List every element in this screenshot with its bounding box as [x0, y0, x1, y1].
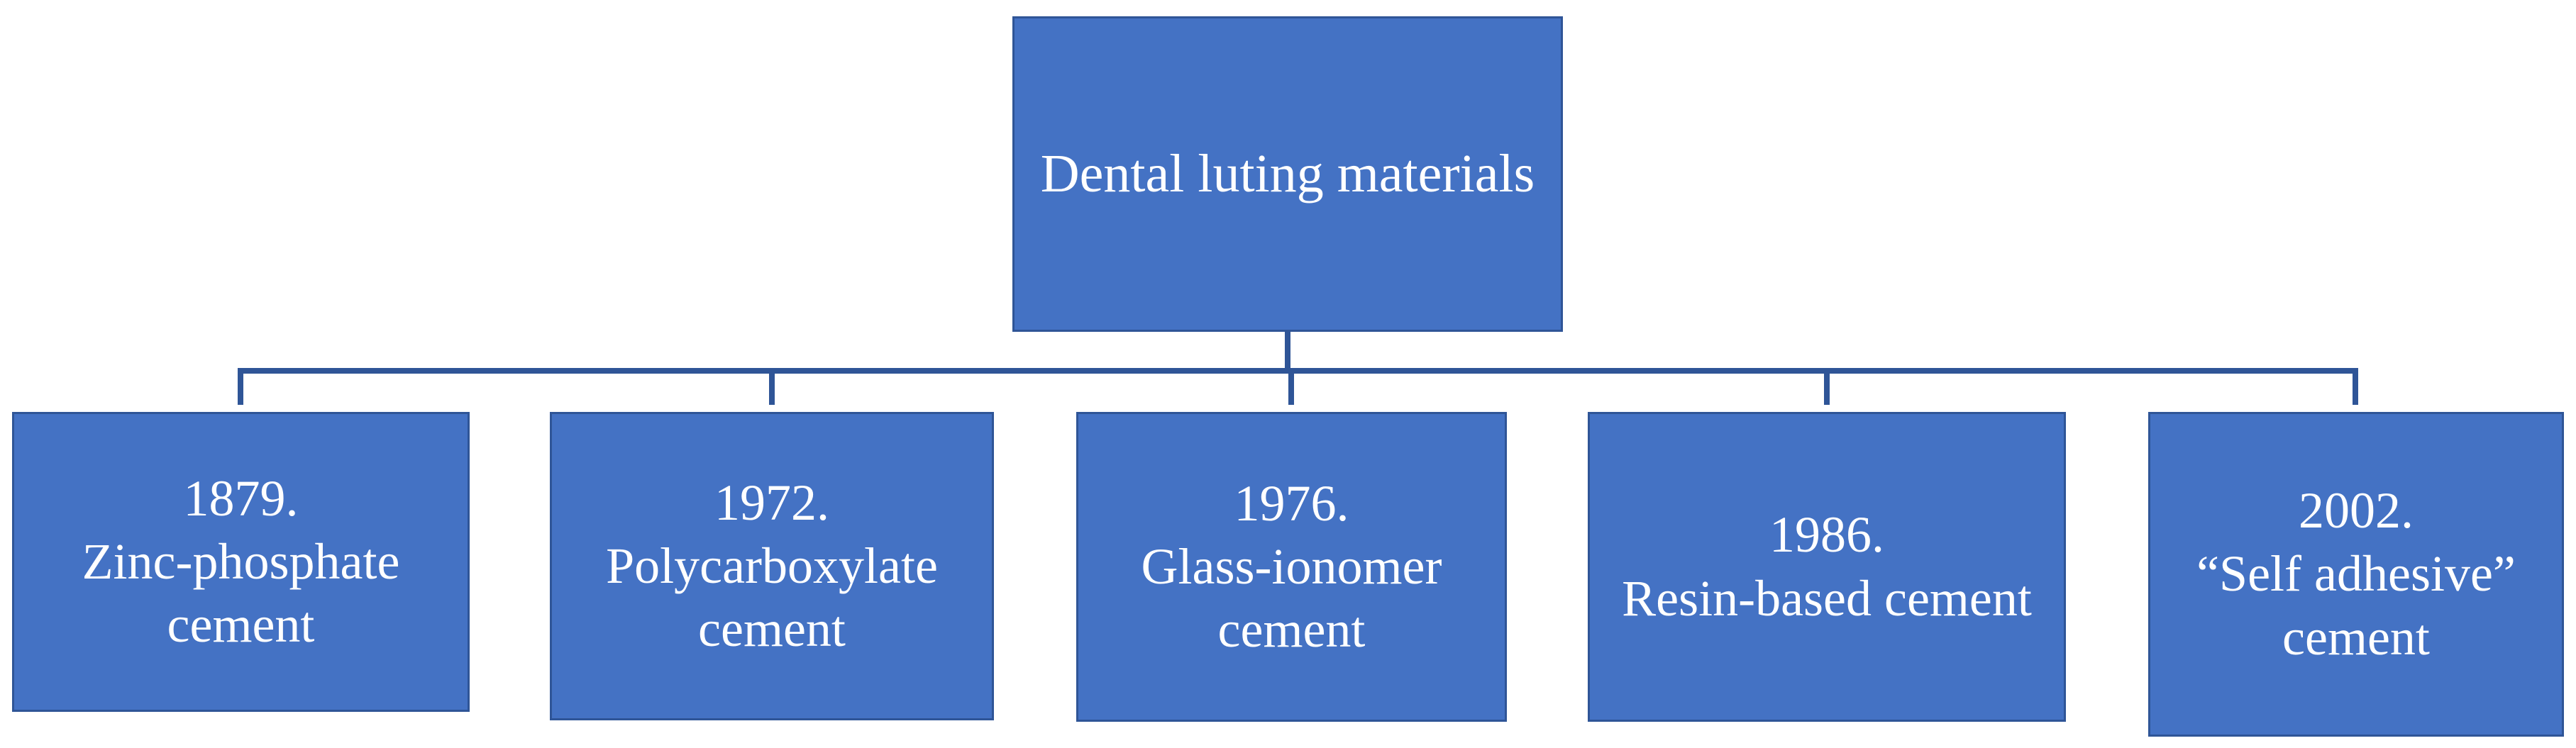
child-node-name-line1: Zinc-phosphate: [82, 532, 400, 590]
child-node-name-line2: cement: [167, 596, 315, 654]
child-node-glass-ionomer: 1976. Glass-ionomer cement: [1076, 412, 1507, 722]
child-node-self-adhesive: 2002. “Self adhesive” cement: [2148, 412, 2564, 737]
child-node-name-line1: Glass-ionomer: [1141, 537, 1442, 595]
child-node-polycarboxylate: 1972. Polycarboxylate cement: [550, 412, 994, 720]
child-node-year: 1986.: [1769, 506, 1884, 564]
child-node-year: 1972.: [714, 474, 829, 531]
child-node-zinc-phosphate: 1879. Zinc-phosphate cement: [12, 412, 470, 712]
root-node-label: Dental luting materials: [1040, 144, 1535, 204]
root-node-box: Dental luting materials: [1012, 16, 1563, 332]
child-node-name-line2: cement: [2282, 608, 2430, 666]
child-node-name-line2: cement: [698, 601, 846, 658]
child-node-name-line1: Resin-based cement: [1622, 569, 2032, 627]
child-node-name-line1: “Self adhesive”: [2196, 545, 2516, 603]
child-node-year: 1879.: [183, 469, 299, 527]
child-node-name-line1: Polycarboxylate: [606, 537, 938, 594]
child-node-year: 1976.: [1234, 474, 1349, 532]
child-node-resin-based: 1986. Resin-based cement: [1588, 412, 2066, 722]
child-node-name-line2: cement: [1217, 601, 1366, 659]
child-node-year: 2002.: [2299, 482, 2414, 540]
